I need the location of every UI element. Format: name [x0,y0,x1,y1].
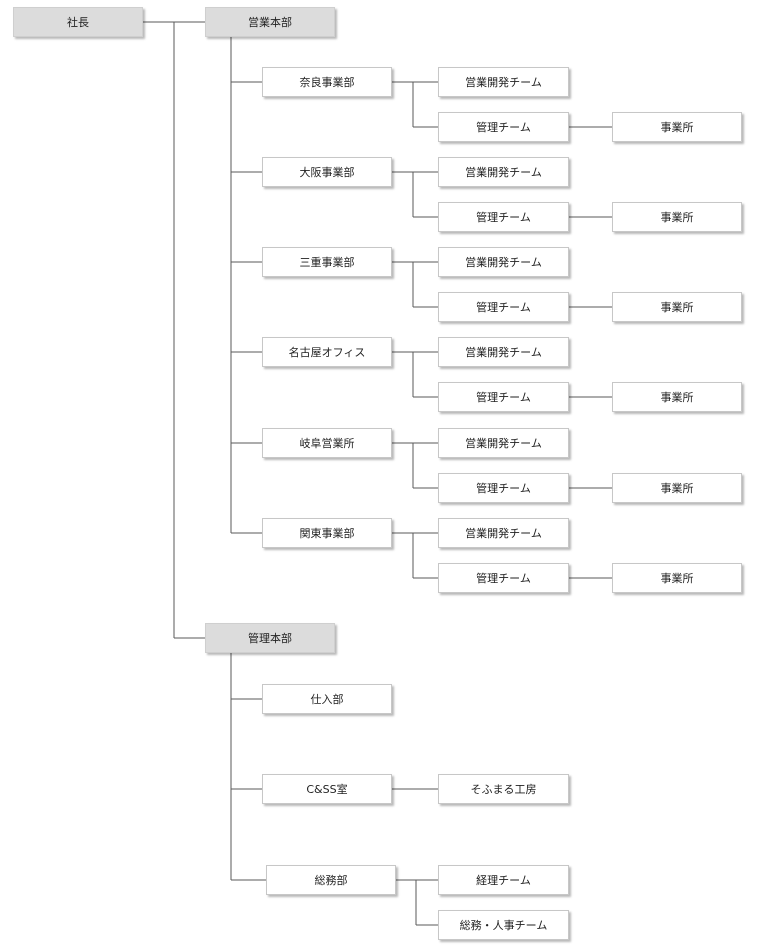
office-box: 事業所 [612,202,742,232]
office-label: 事業所 [660,482,694,495]
office-label: 事業所 [660,301,694,314]
purchasing-dept-box: 仕入部 [262,684,392,714]
office-label: 事業所 [660,121,694,134]
dev-team-label: 営業開発チーム [465,437,542,450]
dev-team-label: 営業開発チーム [465,256,542,269]
accounting-team-label: 経理チーム [476,874,531,887]
division-box: 岐阜営業所 [262,428,392,458]
division-label: 奈良事業部 [299,76,355,89]
sofumaru-workshop-label: そふまる工房 [470,783,537,796]
mgmt-team-label: 管理チーム [476,121,531,134]
division-box: 三重事業部 [262,247,392,277]
division-label: 三重事業部 [299,256,355,269]
office-label: 事業所 [660,211,694,224]
mgmt-team-box: 管理チーム [438,292,569,322]
division-box: 奈良事業部 [262,67,392,97]
mgmt-team-box: 管理チーム [438,112,569,142]
dev-team-box: 営業開発チーム [438,337,569,367]
division-label: 名古屋オフィス [288,346,366,359]
division-box: 大阪事業部 [262,157,392,187]
mgmt-team-box: 管理チーム [438,473,569,503]
office-box: 事業所 [612,563,742,593]
mgmt-team-label: 管理チーム [476,391,531,404]
mgmt-team-box: 管理チーム [438,563,569,593]
sales-hq-box: 営業本部 [205,7,335,37]
division-box: 関東事業部 [262,518,392,548]
division-label: 岐阜営業所 [299,437,355,450]
sales-hq-label: 営業本部 [248,16,292,29]
office-box: 事業所 [612,112,742,142]
sofumaru-workshop-box: そふまる工房 [438,774,569,804]
mgmt-team-label: 管理チーム [476,572,531,585]
dev-team-box: 営業開発チーム [438,67,569,97]
office-label: 事業所 [660,391,694,404]
css-office-box: C&SS室 [262,774,392,804]
hr-team-box: 総務・人事チーム [438,910,569,940]
mgmt-team-label: 管理チーム [476,482,531,495]
admin-hq-label: 管理本部 [248,632,292,645]
office-box: 事業所 [612,382,742,412]
general-affairs-label: 総務部 [314,874,348,887]
mgmt-team-label: 管理チーム [476,211,531,224]
president-label: 社長 [67,16,89,29]
css-office-label: C&SS室 [306,783,348,796]
mgmt-team-box: 管理チーム [438,202,569,232]
dev-team-label: 営業開発チーム [465,166,542,179]
dev-team-label: 営業開発チーム [465,76,542,89]
division-label: 大阪事業部 [299,166,355,179]
admin-hq-box: 管理本部 [205,623,335,653]
dev-team-box: 営業開発チーム [438,247,569,277]
division-label: 関東事業部 [299,527,355,540]
president-box: 社長 [13,7,143,37]
general-affairs-box: 総務部 [266,865,396,895]
dev-team-box: 営業開発チーム [438,157,569,187]
purchasing-dept-label: 仕入部 [310,693,344,706]
dev-team-box: 営業開発チーム [438,518,569,548]
dev-team-box: 営業開発チーム [438,428,569,458]
hr-team-label: 総務・人事チーム [459,919,548,932]
mgmt-team-label: 管理チーム [476,301,531,314]
mgmt-team-box: 管理チーム [438,382,569,412]
dev-team-label: 営業開発チーム [465,527,542,540]
office-box: 事業所 [612,473,742,503]
office-box: 事業所 [612,292,742,322]
division-box: 名古屋オフィス [262,337,392,367]
dev-team-label: 営業開発チーム [465,346,542,359]
accounting-team-box: 経理チーム [438,865,569,895]
office-label: 事業所 [660,572,694,585]
